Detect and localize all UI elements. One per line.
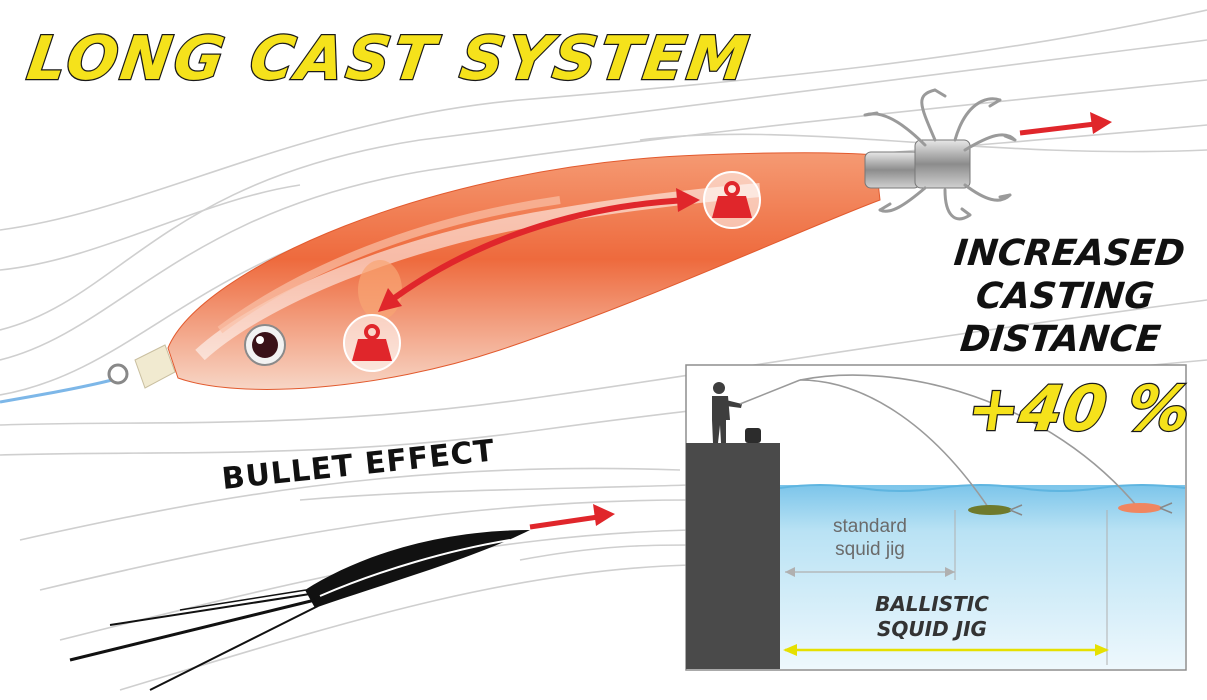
standard-jig-label: standard squid jig <box>815 515 925 561</box>
headline-line: INCREASED <box>952 233 1187 274</box>
headline-line: CASTING <box>973 276 1157 317</box>
headline-line: DISTANCE <box>958 319 1163 360</box>
distance-guides <box>783 510 1109 665</box>
casting-lines <box>739 374 1141 511</box>
ballistic-jig-marker <box>1118 502 1173 514</box>
page-title: LONG CAST SYSTEM <box>22 23 757 96</box>
casting-diagram <box>685 364 1187 671</box>
weight-icon <box>343 314 401 372</box>
increase-percentage: +40 % <box>962 371 1197 447</box>
arrow-icon <box>529 504 615 530</box>
fishing-line <box>0 363 129 404</box>
ballistic-jig-label: BALLISTIC SQUID JIG <box>862 592 1002 642</box>
arrow-icon <box>1019 112 1112 136</box>
jig-hooks <box>863 88 1017 221</box>
ballistic-jig-label-line: SQUID JIG <box>877 617 987 641</box>
standard-jig-label-line: squid jig <box>835 539 905 560</box>
casting-distance-headline: INCREASED CASTING DISTANCE <box>923 232 1207 361</box>
pier <box>686 443 780 669</box>
standard-jig-marker <box>968 504 1023 516</box>
standard-jig-label-line: standard <box>833 516 907 537</box>
angler-icon <box>712 382 742 443</box>
weight-icon <box>703 171 761 229</box>
bullet-icon <box>69 530 530 691</box>
weight-transfer-arrow <box>378 188 700 312</box>
ballistic-jig-label-line: BALLISTIC <box>875 592 989 616</box>
airflow-lines <box>0 9 1207 691</box>
